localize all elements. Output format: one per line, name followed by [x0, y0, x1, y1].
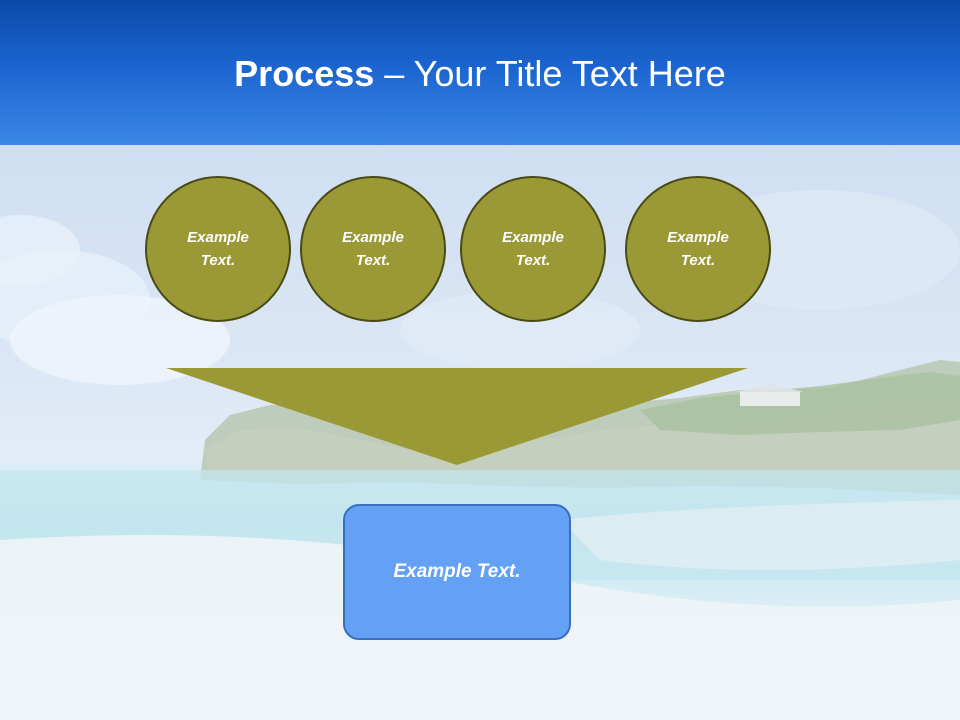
process-step-circle-1: Example Text. [145, 176, 291, 322]
process-step-label-2: Example Text. [342, 229, 404, 269]
result-box: Example Text. [343, 504, 571, 640]
title-bold-part: Process [234, 53, 375, 94]
process-step-circle-3: Example Text. [460, 176, 606, 322]
result-label: Example Text. [393, 561, 521, 582]
process-step-label-3: Example Text. [502, 229, 564, 269]
funnel-triangle [166, 368, 748, 465]
process-step-circle-4: Example Text. [625, 176, 771, 322]
title-band: Process – Your Title Text Here [0, 0, 960, 145]
process-step-label-4: Example Text. [667, 229, 729, 269]
process-step-circle-2: Example Text. [300, 176, 446, 322]
process-step-label-1: Example Text. [187, 229, 249, 269]
slide-title: Process – Your Title Text Here [0, 52, 960, 96]
title-rest-part: – Your Title Text Here [374, 53, 726, 94]
